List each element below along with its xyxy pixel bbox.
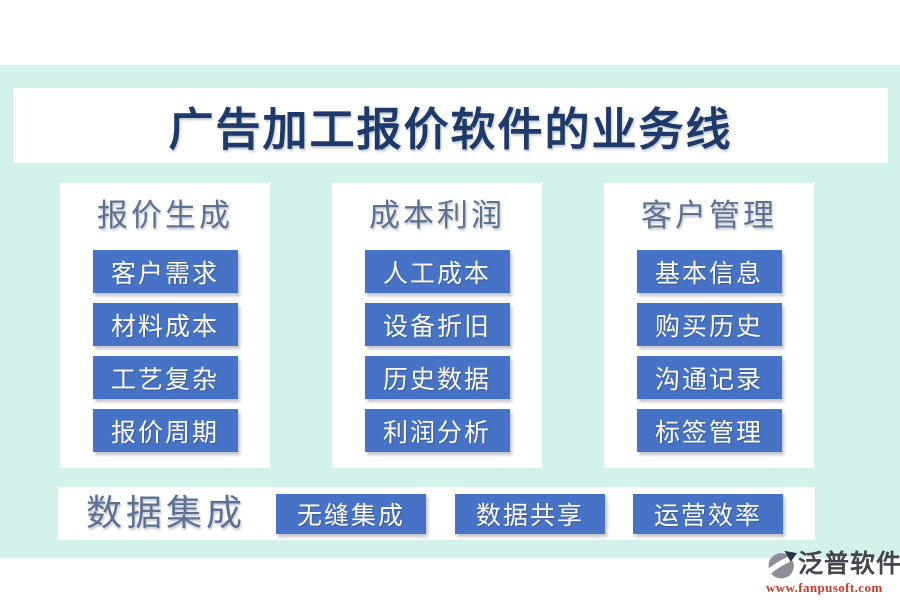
vendor-watermark: 泛普软件 www.fanpusoft.com <box>766 550 900 596</box>
column-header: 成本利润 <box>369 198 505 233</box>
column-header: 报价生成 <box>97 198 233 233</box>
title-banner: 广告加工报价软件的业务线 <box>13 88 888 163</box>
page-title: 广告加工报价软件的业务线 <box>168 105 733 155</box>
vendor-url[interactable]: www.fanpusoft.com <box>766 580 883 595</box>
item-button[interactable]: 客户需求 <box>92 250 238 293</box>
item-button[interactable]: 标签管理 <box>636 409 782 452</box>
item-button[interactable]: 材料成本 <box>92 303 238 346</box>
item-button[interactable]: 无缝集成 <box>276 494 426 534</box>
item-button[interactable]: 运营效率 <box>633 494 783 534</box>
column-button-group: 客户需求 材料成本 工艺复杂 报价周期 <box>60 250 270 452</box>
business-line-columns: 报价生成 客户需求 材料成本 工艺复杂 报价周期 成本利润 人工成本 设备折旧 … <box>60 183 814 468</box>
column-cost-profit: 成本利润 人工成本 设备折旧 历史数据 利润分析 <box>332 183 542 468</box>
column-button-group: 基本信息 购买历史 沟通记录 标签管理 <box>604 250 814 452</box>
column-customer-management: 客户管理 基本信息 购买历史 沟通记录 标签管理 <box>604 183 814 468</box>
column-button-group: 人工成本 设备折旧 历史数据 利润分析 <box>332 250 542 452</box>
item-button[interactable]: 数据共享 <box>455 494 605 534</box>
item-button[interactable]: 沟通记录 <box>636 356 782 399</box>
column-quote-generation: 报价生成 客户需求 材料成本 工艺复杂 报价周期 <box>60 183 270 468</box>
item-button[interactable]: 工艺复杂 <box>92 356 238 399</box>
data-integration-bar: 数据集成 无缝集成 数据共享 运营效率 <box>58 487 815 540</box>
vendor-brand-row: 泛普软件 <box>766 550 900 580</box>
vendor-brand-name: 泛普软件 <box>798 551 900 578</box>
fanpu-logo-icon <box>766 550 798 579</box>
column-header: 客户管理 <box>641 198 777 233</box>
item-button[interactable]: 人工成本 <box>364 250 510 293</box>
bottom-bar-label: 数据集成 <box>86 493 247 533</box>
item-button[interactable]: 设备折旧 <box>364 303 510 346</box>
item-button[interactable]: 报价周期 <box>92 409 238 452</box>
item-button[interactable]: 历史数据 <box>364 356 510 399</box>
item-button[interactable]: 利润分析 <box>364 409 510 452</box>
item-button[interactable]: 购买历史 <box>636 303 782 346</box>
item-button[interactable]: 基本信息 <box>636 250 782 293</box>
